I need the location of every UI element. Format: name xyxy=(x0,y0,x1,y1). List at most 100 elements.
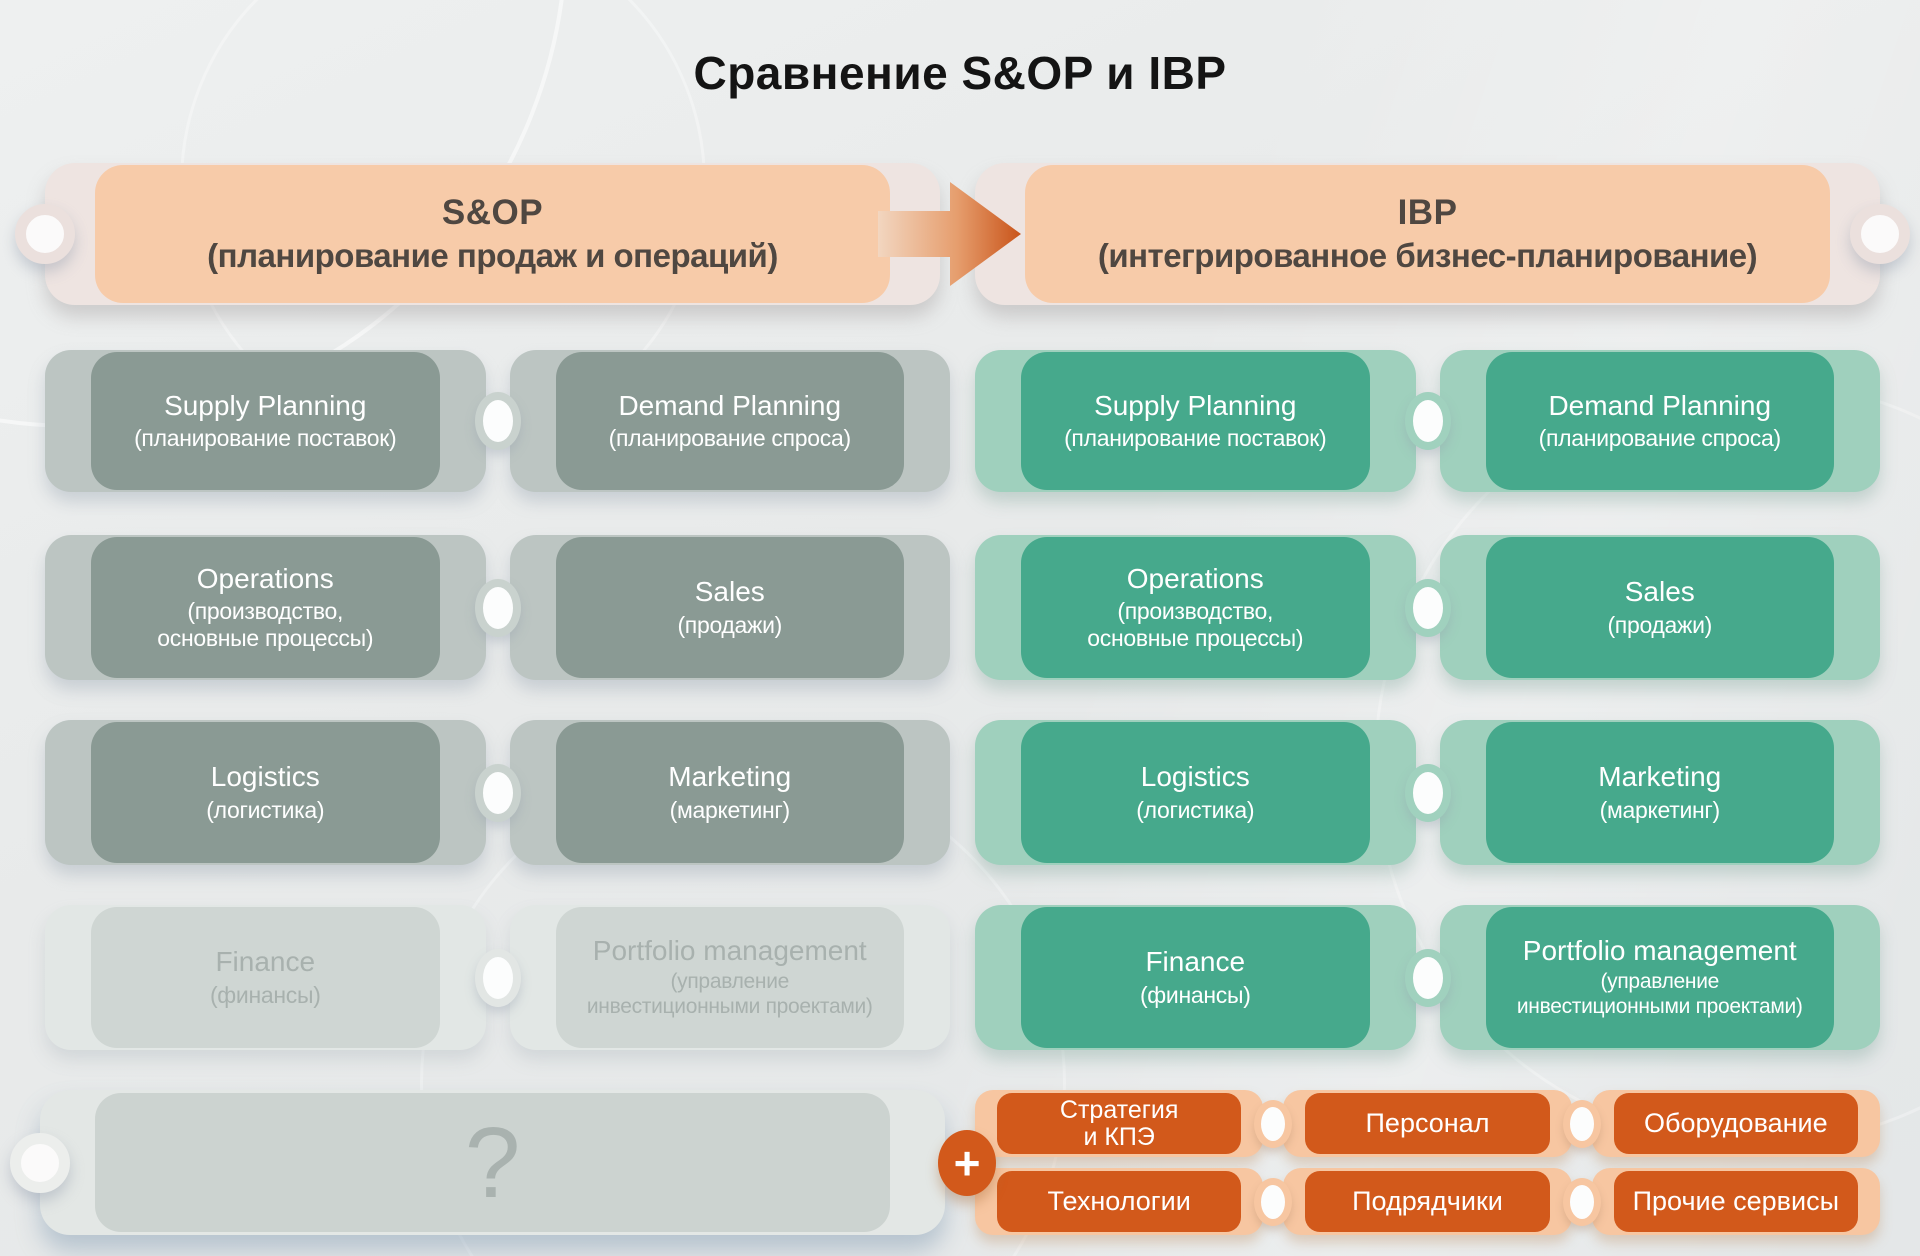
sop-logistics-box: Logistics (логистика) xyxy=(45,720,486,865)
box-title: Sales xyxy=(1624,576,1695,608)
box-subtitle: (маркетинг) xyxy=(669,796,791,823)
box-label: Оборудование xyxy=(1644,1108,1828,1139)
ibp-header-subtitle: (интегрированное бизнес-планирование) xyxy=(1097,237,1758,274)
question-mark: ? xyxy=(464,1106,521,1219)
ibp-row-3: Logistics (логистика) Marketing (маркети… xyxy=(975,720,1880,865)
box-title: Logistics xyxy=(210,761,320,793)
box-subtitle: (логистика) xyxy=(206,796,325,823)
extras-row-2: Технологии Подрядчики Прочие сервисы xyxy=(975,1168,1880,1235)
edge-dot xyxy=(15,204,75,264)
box-subtitle: (финансы) xyxy=(1139,981,1251,1008)
box-subtitle: (планирование поставок) xyxy=(1064,425,1327,452)
extra-strategy-kpi-box: Стратегия и КПЭ xyxy=(975,1090,1264,1157)
box-subtitle: (финансы) xyxy=(209,981,321,1008)
connector-dot xyxy=(474,392,521,450)
edge-dot xyxy=(1850,204,1910,264)
connector-dot xyxy=(1563,1177,1601,1226)
box-title: Portfolio management xyxy=(592,935,867,967)
box-label: Персонал xyxy=(1365,1108,1490,1139)
ibp-finance-box: Finance (финансы) xyxy=(975,905,1416,1050)
connector-dot xyxy=(474,578,521,637)
row-supply-demand: Supply Planning (планирование поставок) … xyxy=(0,350,1920,492)
box-subtitle: (планирование спроса) xyxy=(1538,425,1781,452)
box-title: Sales xyxy=(694,576,765,608)
ibp-operations-box: Operations (производство, основные проце… xyxy=(975,535,1416,680)
ibp-row-4: Finance (финансы) Portfolio management (… xyxy=(975,905,1880,1050)
ibp-supply-planning-box: Supply Planning (планирование поставок) xyxy=(975,350,1416,492)
sop-row-2: Operations (производство, основные проце… xyxy=(45,535,950,680)
box-subtitle: (планирование спроса) xyxy=(608,425,851,452)
connector-dot xyxy=(1404,392,1451,450)
box-title: Operations xyxy=(196,562,334,594)
row-finance-portfolio: Finance (финансы) Portfolio management (… xyxy=(0,905,1920,1050)
sop-supply-planning-box: Supply Planning (планирование поставок) xyxy=(45,350,486,492)
box-subtitle: (продажи) xyxy=(677,611,783,638)
box-subtitle: (маркетинг) xyxy=(1599,796,1721,823)
connector-dot xyxy=(1254,1099,1292,1148)
sop-header-subtitle: (планирование продаж и операций) xyxy=(207,237,778,274)
connector-dot xyxy=(474,948,521,1007)
box-title: Marketing xyxy=(1598,761,1722,793)
ibp-header-title: IBP xyxy=(1397,193,1458,232)
box-title: Marketing xyxy=(668,761,792,793)
sop-portfolio-box-inactive: Portfolio management (управление инвести… xyxy=(509,905,950,1050)
sop-header-panel: S&OP (планирование продаж и операций) xyxy=(15,163,940,305)
box-title: Logistics xyxy=(1140,761,1250,793)
ibp-row-1: Supply Planning (планирование поставок) … xyxy=(975,350,1880,492)
row-logistics-marketing: Logistics (логистика) Marketing (маркети… xyxy=(0,720,1920,865)
sop-unknown-box: ? xyxy=(95,1093,890,1232)
connector-dot xyxy=(1254,1177,1292,1226)
connector-dot xyxy=(1404,578,1451,637)
ibp-demand-planning-box: Demand Planning (планирование спроса) xyxy=(1439,350,1880,492)
box-subtitle: (планирование поставок) xyxy=(134,425,397,452)
sop-demand-planning-box: Demand Planning (планирование спроса) xyxy=(509,350,950,492)
ibp-sales-box: Sales (продажи) xyxy=(1439,535,1880,680)
ibp-logistics-box: Logistics (логистика) xyxy=(975,720,1416,865)
box-subtitle: (продажи) xyxy=(1607,611,1713,638)
page-title: Сравнение S&OP и IBP xyxy=(693,47,1227,99)
box-title: Demand Planning xyxy=(1548,389,1772,421)
edge-dot xyxy=(10,1132,70,1193)
sop-operations-box: Operations (производство, основные проце… xyxy=(45,535,486,680)
box-title: Portfolio management xyxy=(1522,935,1797,967)
box-subtitle: (производство, основные процессы) xyxy=(1087,597,1304,652)
extra-contractors-box: Подрядчики xyxy=(1283,1168,1572,1235)
connector-dot xyxy=(1404,763,1451,822)
sop-row-1: Supply Planning (планирование поставок) … xyxy=(45,350,950,492)
extra-equipment-box: Оборудование xyxy=(1591,1090,1880,1157)
box-title: Finance xyxy=(215,946,316,978)
ibp-row-2: Operations (производство, основные проце… xyxy=(975,535,1880,680)
sop-marketing-box: Marketing (маркетинг) xyxy=(509,720,950,865)
sop-sales-box: Sales (продажи) xyxy=(509,535,950,680)
box-label: Прочие сервисы xyxy=(1632,1186,1840,1217)
box-subtitle: (управление инвестиционными проектами) xyxy=(1516,970,1803,1019)
sop-unknown-panel: ? xyxy=(10,1090,945,1235)
row-bottom: ? Стратегия и КПЭ Персонал Оборудование xyxy=(0,1090,1920,1235)
box-subtitle: (управление инвестиционными проектами) xyxy=(586,970,873,1019)
box-label: Стратегия и КПЭ xyxy=(1059,1096,1179,1151)
sop-header-box: S&OP (планирование продаж и операций) xyxy=(95,165,890,303)
extra-personnel-box: Персонал xyxy=(1283,1090,1572,1157)
connector-dot xyxy=(474,763,521,822)
extras-row-1: Стратегия и КПЭ Персонал Оборудование xyxy=(975,1090,1880,1157)
box-label: Подрядчики xyxy=(1352,1186,1503,1217)
ibp-extras: Стратегия и КПЭ Персонал Оборудование Те… xyxy=(938,1090,1880,1235)
sop-row-3: Logistics (логистика) Marketing (маркети… xyxy=(45,720,950,865)
ibp-portfolio-box: Portfolio management (управление инвести… xyxy=(1439,905,1880,1050)
box-title: Supply Planning xyxy=(1094,389,1297,421)
sop-row-4: Finance (финансы) Portfolio management (… xyxy=(45,905,950,1050)
box-subtitle: (логистика) xyxy=(1136,796,1255,823)
extra-technology-box: Технологии xyxy=(975,1168,1264,1235)
box-title: Operations xyxy=(1126,562,1264,594)
connector-dot xyxy=(1563,1099,1601,1148)
sop-header-title: S&OP xyxy=(441,193,544,232)
box-title: Supply Planning xyxy=(164,389,367,421)
ibp-header-panel: IBP (интегрированное бизнес-планирование… xyxy=(975,163,1910,305)
row-operations-sales: Operations (производство, основные проце… xyxy=(0,535,1920,680)
header-band: S&OP (планирование продаж и операций) IB… xyxy=(0,163,1920,305)
arrow-right-icon xyxy=(878,179,1023,294)
plus-icon: + xyxy=(938,1129,996,1196)
box-title: Finance xyxy=(1145,946,1246,978)
connector-dot xyxy=(1404,948,1451,1007)
box-subtitle: (производство, основные процессы) xyxy=(157,597,374,652)
